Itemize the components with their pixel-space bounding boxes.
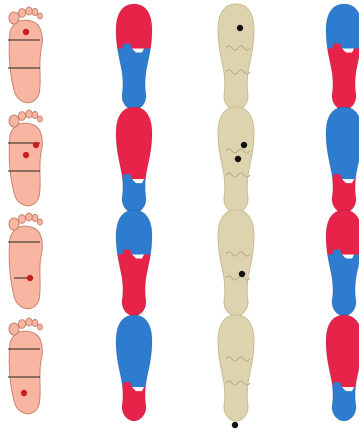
location-dot: [241, 142, 247, 148]
insole-region-bottom: [324, 174, 359, 215]
insole-region-top: [114, 2, 154, 49]
location-dot: [232, 422, 238, 428]
foot-sole: [9, 226, 42, 309]
insole-region-bottom: [114, 250, 154, 318]
foot-toe: [18, 320, 25, 329]
insole-region-top: [324, 2, 359, 49]
pressure-marker: [23, 152, 29, 158]
insole-region-top: [114, 208, 154, 255]
foot-toe: [32, 319, 38, 326]
insole-region-top: [114, 313, 154, 387]
foot-sole: [9, 331, 42, 414]
foot-toe: [18, 9, 25, 18]
insole-fill: [114, 105, 154, 215]
insole: [324, 313, 359, 423]
foot-toe: [32, 111, 38, 118]
insole-region-bottom: [324, 250, 359, 318]
foot-toe: [26, 213, 32, 221]
pressure-marker: [23, 29, 29, 35]
insole-region-top: [324, 208, 359, 255]
foot-toe: [18, 215, 25, 224]
figure-row: [8, 208, 359, 318]
insole: [114, 208, 154, 318]
insole-region-bottom: [324, 44, 359, 112]
pressure-marker: [33, 142, 39, 148]
insole: [324, 105, 359, 215]
foot-toe: [32, 8, 38, 15]
plain-insole: [218, 4, 254, 110]
foot-sole: [9, 123, 42, 206]
figure-row: [8, 313, 359, 428]
foot-toe: [38, 116, 43, 122]
pressure-marker: [27, 275, 33, 281]
insole-fill: [114, 2, 154, 112]
foot-toe: [32, 214, 38, 221]
plain-insole-shape: [218, 210, 254, 316]
foot-toe: [26, 110, 32, 118]
insole-fill: [114, 313, 154, 423]
insole-region-bottom: [114, 44, 154, 112]
insole-region-bottom: [324, 382, 359, 423]
foot-toe: [9, 218, 19, 230]
pressure-marker: [21, 390, 27, 396]
insole: [324, 208, 359, 318]
figure-row: [8, 2, 359, 112]
foot-toe: [38, 324, 43, 330]
location-dot: [239, 271, 245, 277]
insole: [114, 2, 154, 112]
foot-toe: [38, 219, 43, 225]
insole: [324, 2, 359, 112]
figure-row: [8, 105, 359, 215]
insole: [114, 105, 154, 215]
plain-insole-shape: [218, 315, 254, 421]
plain-insole-shape: [218, 4, 254, 110]
plain-insole: [218, 315, 254, 428]
foot-toe: [9, 12, 19, 24]
foot-toe: [38, 13, 43, 19]
foot-toe: [26, 318, 32, 326]
insole-region-bottom: [114, 382, 154, 423]
foot-toe: [18, 112, 25, 121]
insole-fill: [114, 208, 154, 318]
insole: [114, 313, 154, 423]
foot-toe: [9, 323, 19, 335]
foot-toe: [9, 115, 19, 127]
insole-region-bottom: [114, 174, 154, 215]
foot-toe: [26, 7, 32, 15]
location-dot: [237, 25, 243, 31]
location-dot: [235, 156, 241, 162]
insole-region-top: [114, 105, 154, 179]
plain-insole: [218, 107, 254, 213]
plain-insole: [218, 210, 254, 316]
